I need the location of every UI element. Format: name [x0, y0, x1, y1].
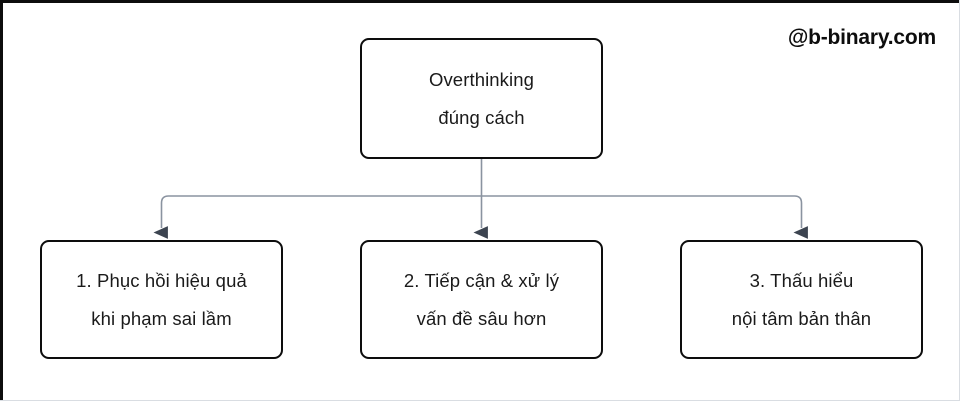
node-child-2-line-2: vấn đề sâu hơn [416, 307, 547, 329]
node-root[interactable]: Overthinking đúng cách [360, 38, 603, 159]
node-child-2-line-1: 2. Tiếp cận & xử lý [403, 269, 560, 291]
node-root-line-1: Overthinking [428, 68, 535, 90]
node-child-1-line-2: khi phạm sai lầm [91, 307, 232, 329]
node-root-line-2: đúng cách [438, 106, 525, 128]
node-child-3-line-1: 3. Thấu hiểu [749, 269, 854, 291]
node-child-1-line-1: 1. Phục hồi hiệu quả [76, 269, 247, 291]
watermark-text: @b-binary.com [787, 26, 936, 49]
frame-border-left [0, 0, 3, 401]
connector-to-child-3 [481, 195, 808, 239]
node-child-3[interactable]: 3. Thấu hiểu nội tâm bản thân [680, 240, 923, 359]
node-child-1[interactable]: 1. Phục hồi hiệu quả khi phạm sai lầm [40, 240, 283, 359]
node-child-2[interactable]: 2. Tiếp cận & xử lý vấn đề sâu hơn [360, 240, 603, 359]
frame-border-top [0, 0, 960, 3]
connector-to-child-1 [153, 195, 482, 239]
node-child-3-line-2: nội tâm bản thân [731, 307, 872, 329]
